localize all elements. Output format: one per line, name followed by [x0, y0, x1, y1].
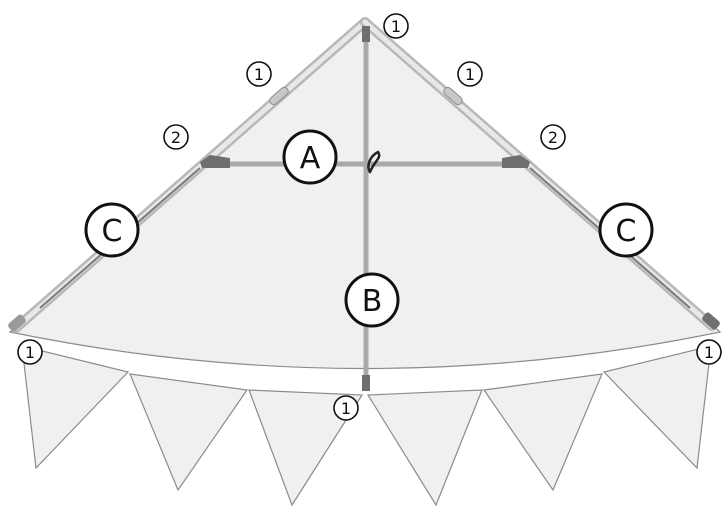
- callout-1-upper-left: 1: [246, 61, 272, 87]
- callout-2-left-label: 2: [171, 128, 181, 147]
- spine-bottom-cap: [362, 375, 370, 391]
- callout-1-upper-left-label: 1: [254, 65, 264, 84]
- callout-c-right-label: C: [616, 214, 637, 249]
- left-cross-connector: [200, 155, 230, 168]
- callout-1-top-label: 1: [391, 17, 401, 36]
- callout-1-left: 1: [17, 339, 43, 365]
- tail-flag-4: [366, 389, 483, 507]
- right-sleeve-cap: [443, 86, 463, 106]
- callout-1-top: 1: [383, 13, 409, 39]
- right-cross-connector: [502, 155, 530, 168]
- callout-c-left-label: C: [102, 214, 123, 249]
- kite-tail-flags: [21, 345, 712, 507]
- callout-2-right-label: 2: [548, 128, 558, 147]
- spine-spar-b: [362, 26, 370, 391]
- callout-1-upper-right: 1: [457, 61, 483, 87]
- callout-c-right: C: [598, 202, 654, 258]
- right-end-cap: [702, 312, 720, 330]
- callout-1-bottom-label: 1: [341, 399, 351, 418]
- callout-c-left: C: [84, 202, 140, 258]
- left-end-cap: [8, 314, 26, 332]
- spine-top-cap: [362, 26, 370, 42]
- tail-flag-1: [21, 345, 130, 470]
- callout-1-right-label: 1: [704, 343, 714, 362]
- tail-flag-5: [482, 373, 603, 492]
- callout-b-label: B: [362, 284, 383, 319]
- callout-1-right: 1: [696, 339, 722, 365]
- callout-a: A: [282, 129, 338, 185]
- cross-spar-a: [200, 150, 530, 174]
- callout-b: B: [344, 272, 400, 328]
- tail-flag-3: [248, 389, 364, 507]
- callout-a-label: A: [300, 141, 321, 176]
- callout-1-left-label: 1: [25, 343, 35, 362]
- center-bridle-knot: [367, 150, 381, 174]
- left-sleeve-cap: [269, 86, 289, 106]
- callout-2-left: 2: [163, 124, 189, 150]
- tail-flag-6: [602, 345, 712, 470]
- callout-1-bottom: 1: [333, 395, 359, 421]
- callout-2-right: 2: [540, 124, 566, 150]
- callout-1-upper-right-label: 1: [465, 65, 475, 84]
- tail-flag-2: [129, 373, 249, 492]
- leading-edge-spars: [8, 17, 720, 333]
